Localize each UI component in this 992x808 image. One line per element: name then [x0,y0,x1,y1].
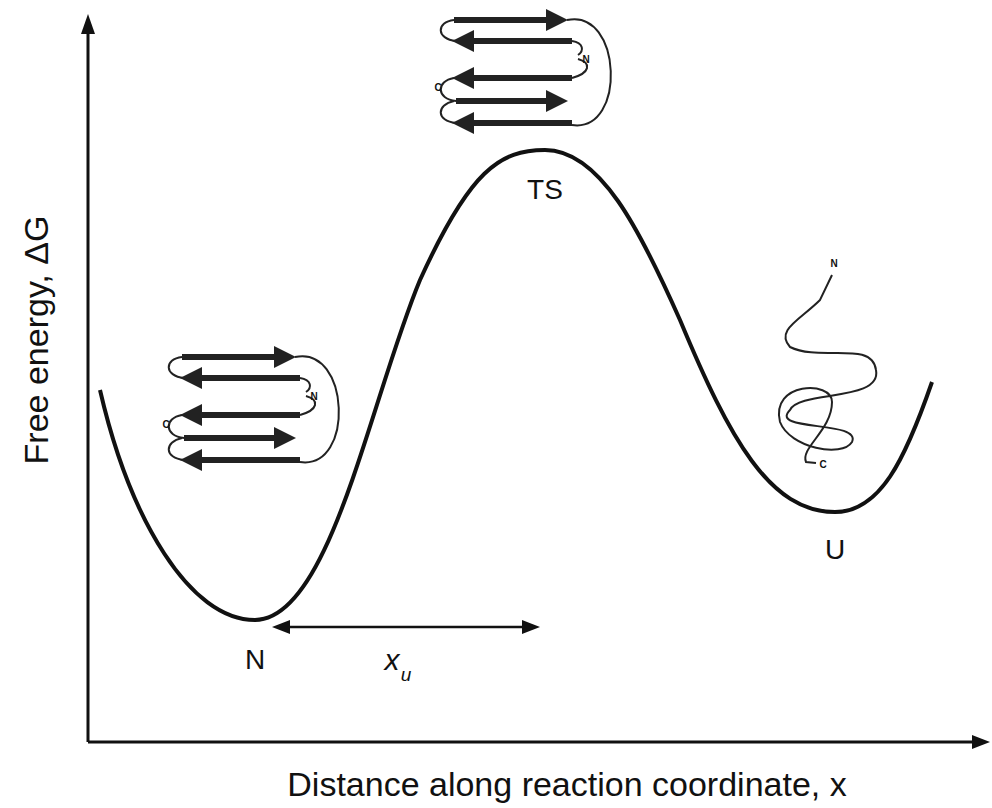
terminus-label: N [310,392,317,402]
axis-label: Distance along reaction coordinate, x [287,767,846,801]
distance-arrow [522,620,540,634]
state-label: TS [527,176,563,204]
axis-arrow [81,14,95,34]
energy-curve [100,150,932,620]
distance-subscript: u [401,665,412,684]
axis-arrow [972,735,990,749]
distance-symbol: x [385,645,400,675]
terminus-label: C [434,83,441,93]
terminus-label: N [582,55,589,65]
terminus-label: N [830,259,837,269]
random-coil [779,275,876,463]
terminus-label: C [162,420,169,430]
distance-arrow [272,620,290,634]
axis-label: Free energy, ΔG [19,216,53,465]
terminus-label: C [819,460,826,470]
state-label: U [825,536,845,564]
state-label: N [245,646,265,674]
